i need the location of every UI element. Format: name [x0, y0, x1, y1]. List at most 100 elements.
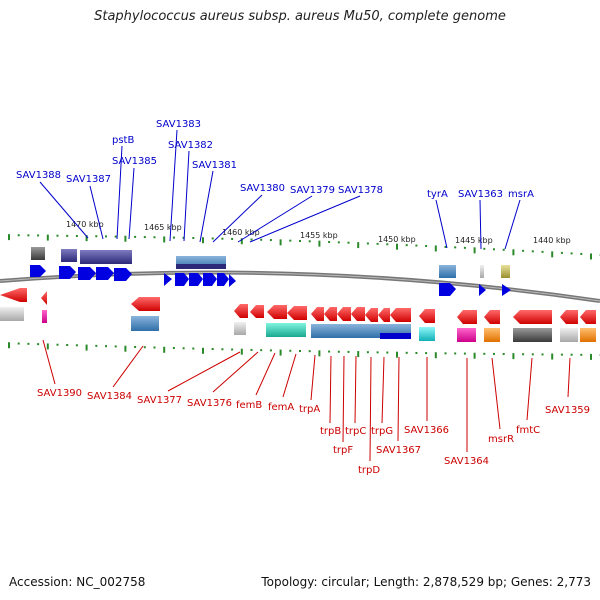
gene-label-SAV1363[interactable]: SAV1363	[458, 189, 503, 200]
gene-label-SAV1382[interactable]: SAV1382	[168, 140, 213, 151]
gene-arrow-reverse	[457, 310, 477, 324]
tick-mark	[8, 342, 10, 349]
gene-label-SAV1387[interactable]: SAV1387	[66, 174, 111, 185]
tick-mark	[134, 345, 137, 348]
feature-box-olive	[501, 265, 510, 278]
gene-label-SAV1384[interactable]: SAV1384	[87, 391, 132, 402]
tick-mark	[269, 239, 272, 242]
tick-mark	[124, 235, 127, 242]
gene-label-SAV1376[interactable]: SAV1376	[187, 398, 232, 409]
gene-label-SAV1366[interactable]: SAV1366	[404, 425, 449, 436]
gene-label-fmtC[interactable]: fmtC	[516, 425, 540, 436]
tick-mark	[502, 248, 505, 251]
gene-arrow-reverse	[513, 310, 552, 324]
tick-mark	[153, 346, 156, 349]
gene-arrow-reverse	[365, 308, 378, 322]
gene-arrow-reverse	[0, 288, 27, 302]
gene-label-femA[interactable]: femA	[268, 402, 294, 413]
tick-mark	[56, 343, 59, 346]
gene-label-trpD[interactable]: trpD	[358, 465, 380, 476]
gene-label-SAV1383[interactable]: SAV1383	[156, 119, 201, 130]
tick-mark	[250, 238, 253, 241]
leader-line	[504, 199, 521, 250]
feature-box-darkblue	[380, 333, 411, 339]
leader-line	[249, 195, 361, 243]
gene-label-SAV1359[interactable]: SAV1359	[545, 405, 590, 416]
gene-label-SAV1380[interactable]: SAV1380	[240, 183, 285, 194]
tick-mark	[269, 349, 272, 352]
gene-arrow-reverse	[390, 308, 411, 322]
tick-mark	[531, 250, 534, 253]
tick-mark	[153, 236, 156, 239]
tick-mark	[590, 253, 592, 260]
feature-box-cyan	[419, 327, 435, 341]
tick-mark	[522, 353, 525, 356]
gene-label-SAV1367[interactable]: SAV1367	[376, 445, 421, 456]
gene-label-msrR[interactable]: msrR	[488, 434, 514, 445]
tick-mark	[85, 344, 88, 351]
tick-mark	[551, 353, 554, 360]
gene-label-tyrA[interactable]: tyrA	[427, 189, 448, 200]
gene-label-trpF[interactable]: trpF	[333, 445, 353, 456]
gene-label-trpC[interactable]: trpC	[345, 426, 366, 437]
tick-mark	[143, 236, 146, 239]
tick-mark	[522, 249, 525, 252]
gene-label-trpA[interactable]: trpA	[299, 404, 320, 415]
tick-mark	[289, 349, 292, 352]
tick-mark	[405, 351, 408, 354]
tick-mark	[221, 237, 224, 240]
reverse-gene-labels: SAV1390 SAV1384 SAV1377 SAV1376 femB fem…	[37, 339, 590, 476]
tick-mark	[502, 353, 505, 356]
tick-mark	[260, 238, 263, 241]
scale-label: 1470 kbp	[66, 220, 104, 229]
tick-mark	[95, 344, 98, 347]
gene-label-femB[interactable]: femB	[236, 400, 262, 411]
tick-mark	[590, 353, 592, 360]
gene-label-SAV1364[interactable]: SAV1364	[444, 456, 489, 467]
tick-mark	[454, 246, 457, 249]
leader-line	[199, 170, 214, 243]
gene-label-SAV1381[interactable]: SAV1381	[192, 160, 237, 171]
feature-box-gray	[0, 307, 24, 321]
tick-mark	[454, 352, 457, 355]
gene-label-pstB[interactable]: pstB	[112, 135, 134, 146]
gene-label-SAV1388[interactable]: SAV1388	[16, 170, 61, 181]
gene-label-SAV1377[interactable]: SAV1377	[137, 395, 182, 406]
gene-arrow-reverse	[41, 291, 47, 305]
feature-box-blue	[131, 316, 159, 331]
forward-gene-labels: SAV1388 SAV1387 pstB SAV1385 SAV1383 SAV…	[16, 119, 534, 250]
gene-label-msrA[interactable]: msrA	[508, 189, 534, 200]
tick-mark	[46, 343, 49, 350]
feature-box-blue	[439, 265, 456, 278]
scale-labels: 1470 kbp 1465 kbp 1460 kbp 1455 kbp 1450…	[66, 220, 571, 245]
leader-line	[169, 129, 178, 242]
scale-label: 1460 kbp	[222, 228, 260, 237]
tick-mark	[202, 237, 204, 244]
tick-mark	[396, 243, 398, 250]
gene-label-SAV1379[interactable]: SAV1379	[290, 185, 335, 196]
gene-arrow-reverse	[250, 305, 264, 318]
leader-line	[237, 195, 313, 243]
gene-arrow-reverse	[267, 305, 287, 319]
tick-mark	[366, 351, 369, 354]
leader-line	[329, 355, 332, 424]
gene-label-SAV1378[interactable]: SAV1378	[338, 185, 383, 196]
leader-line	[435, 199, 448, 249]
tick-mark	[328, 240, 331, 243]
tick-mark	[308, 350, 311, 353]
tick-mark	[66, 234, 69, 237]
gene-label-trpG[interactable]: trpG	[371, 426, 393, 437]
tick-mark	[192, 237, 195, 240]
tick-mark	[560, 251, 563, 254]
gene-arrow-forward	[30, 265, 46, 277]
tick-mark	[211, 348, 214, 351]
tick-mark	[27, 342, 30, 345]
gene-label-SAV1390[interactable]: SAV1390	[37, 388, 82, 399]
tick-mark	[541, 250, 544, 253]
map-title: Staphylococcus aureus subsp. aureus Mu50…	[94, 9, 506, 24]
gene-arrow-reverse	[234, 304, 248, 318]
leader-line	[342, 355, 345, 443]
gene-label-trpB[interactable]: trpB	[320, 426, 341, 437]
gene-label-SAV1385[interactable]: SAV1385	[112, 156, 157, 167]
